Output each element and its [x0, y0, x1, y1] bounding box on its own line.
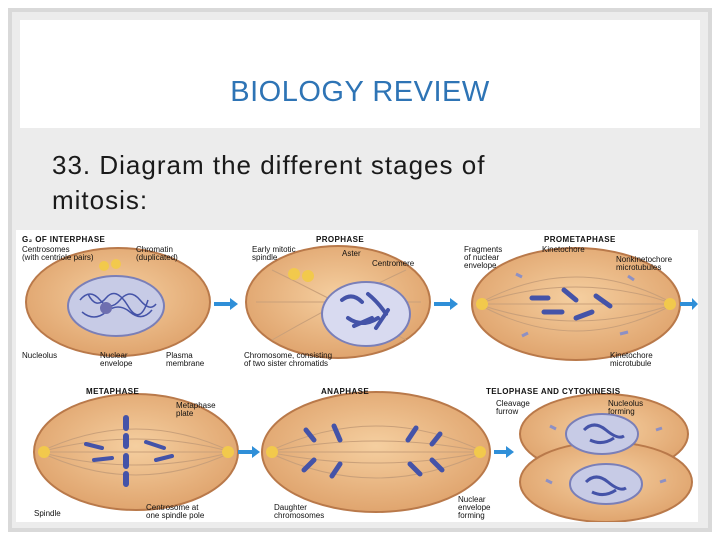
stage-title-metaphase: METAPHASE [86, 387, 140, 396]
mitosis-illustration [25, 245, 698, 522]
title-box: BIOLOGY REVIEW [20, 20, 700, 128]
label-chromosome: Chromosome, consisting of two sister chr… [244, 351, 333, 368]
stage-title-prometaphase: PROMETAPHASE [544, 235, 616, 244]
stage-title-telophase: TELOPHASE AND CYTOKINESIS [486, 387, 621, 396]
question-text: 33. Diagram the different stages of mito… [52, 148, 612, 218]
question-line-2: mitosis: [52, 185, 149, 215]
label-nonkinetochore: Nonkinetochore microtubules [616, 255, 673, 272]
label-nuclear-env-forming: Nuclear envelope forming [458, 495, 491, 520]
cell-telophase [519, 393, 693, 522]
stage-title-anaphase: ANAPHASE [321, 387, 370, 396]
arrow-4 [238, 446, 260, 458]
label-chromatin: Chromatin (duplicated) [136, 245, 178, 262]
label-cleavage: Cleavage furrow [496, 399, 530, 416]
label-aster: Aster [342, 249, 361, 258]
label-daughter: Daughter chromosomes [274, 503, 325, 520]
label-kinetochore-mt: Kinetochore microtubule [610, 351, 653, 368]
cell-metaphase [33, 393, 239, 511]
cell-prometaphase [471, 247, 681, 361]
label-nucleolus: Nucleolus [22, 351, 58, 360]
cell-interphase [25, 247, 211, 357]
slide-title: BIOLOGY REVIEW [230, 76, 490, 108]
stage-title-interphase: G₂ OF INTERPHASE [22, 235, 106, 244]
label-nuclear-envelope: Nuclear envelope [100, 351, 133, 368]
label-plasma-membrane: Plasma membrane [166, 351, 205, 368]
label-nucleolus-forming: Nucleolus forming [608, 399, 644, 416]
label-metaphase-plate: Metaphase plate [176, 401, 216, 418]
stage-title-prophase: PROPHASE [316, 235, 365, 244]
label-centromere: Centromere [372, 259, 415, 268]
cell-prophase [245, 245, 431, 359]
label-spindle: Spindle [34, 509, 61, 518]
label-kinetochore: Kinetochore [542, 245, 585, 254]
mitosis-diagram: G₂ OF INTERPHASE PROPHASE PROMETAPHASE M… [16, 230, 698, 522]
label-centrosome-pole: Centrosome at one spindle pole [146, 503, 205, 520]
label-fragments: Fragments of nuclear envelope [464, 245, 503, 270]
arrow-2 [434, 298, 458, 310]
label-early-spindle: Early mitotic spindle [252, 245, 296, 262]
cell-anaphase [261, 391, 491, 513]
label-centrosomes: Centrosomes (with centriole pairs) [22, 245, 94, 262]
arrow-5 [494, 446, 514, 458]
question-line-1: 33. Diagram the different stages of [52, 150, 486, 180]
arrow-1 [214, 298, 238, 310]
arrow-3 [680, 298, 698, 310]
